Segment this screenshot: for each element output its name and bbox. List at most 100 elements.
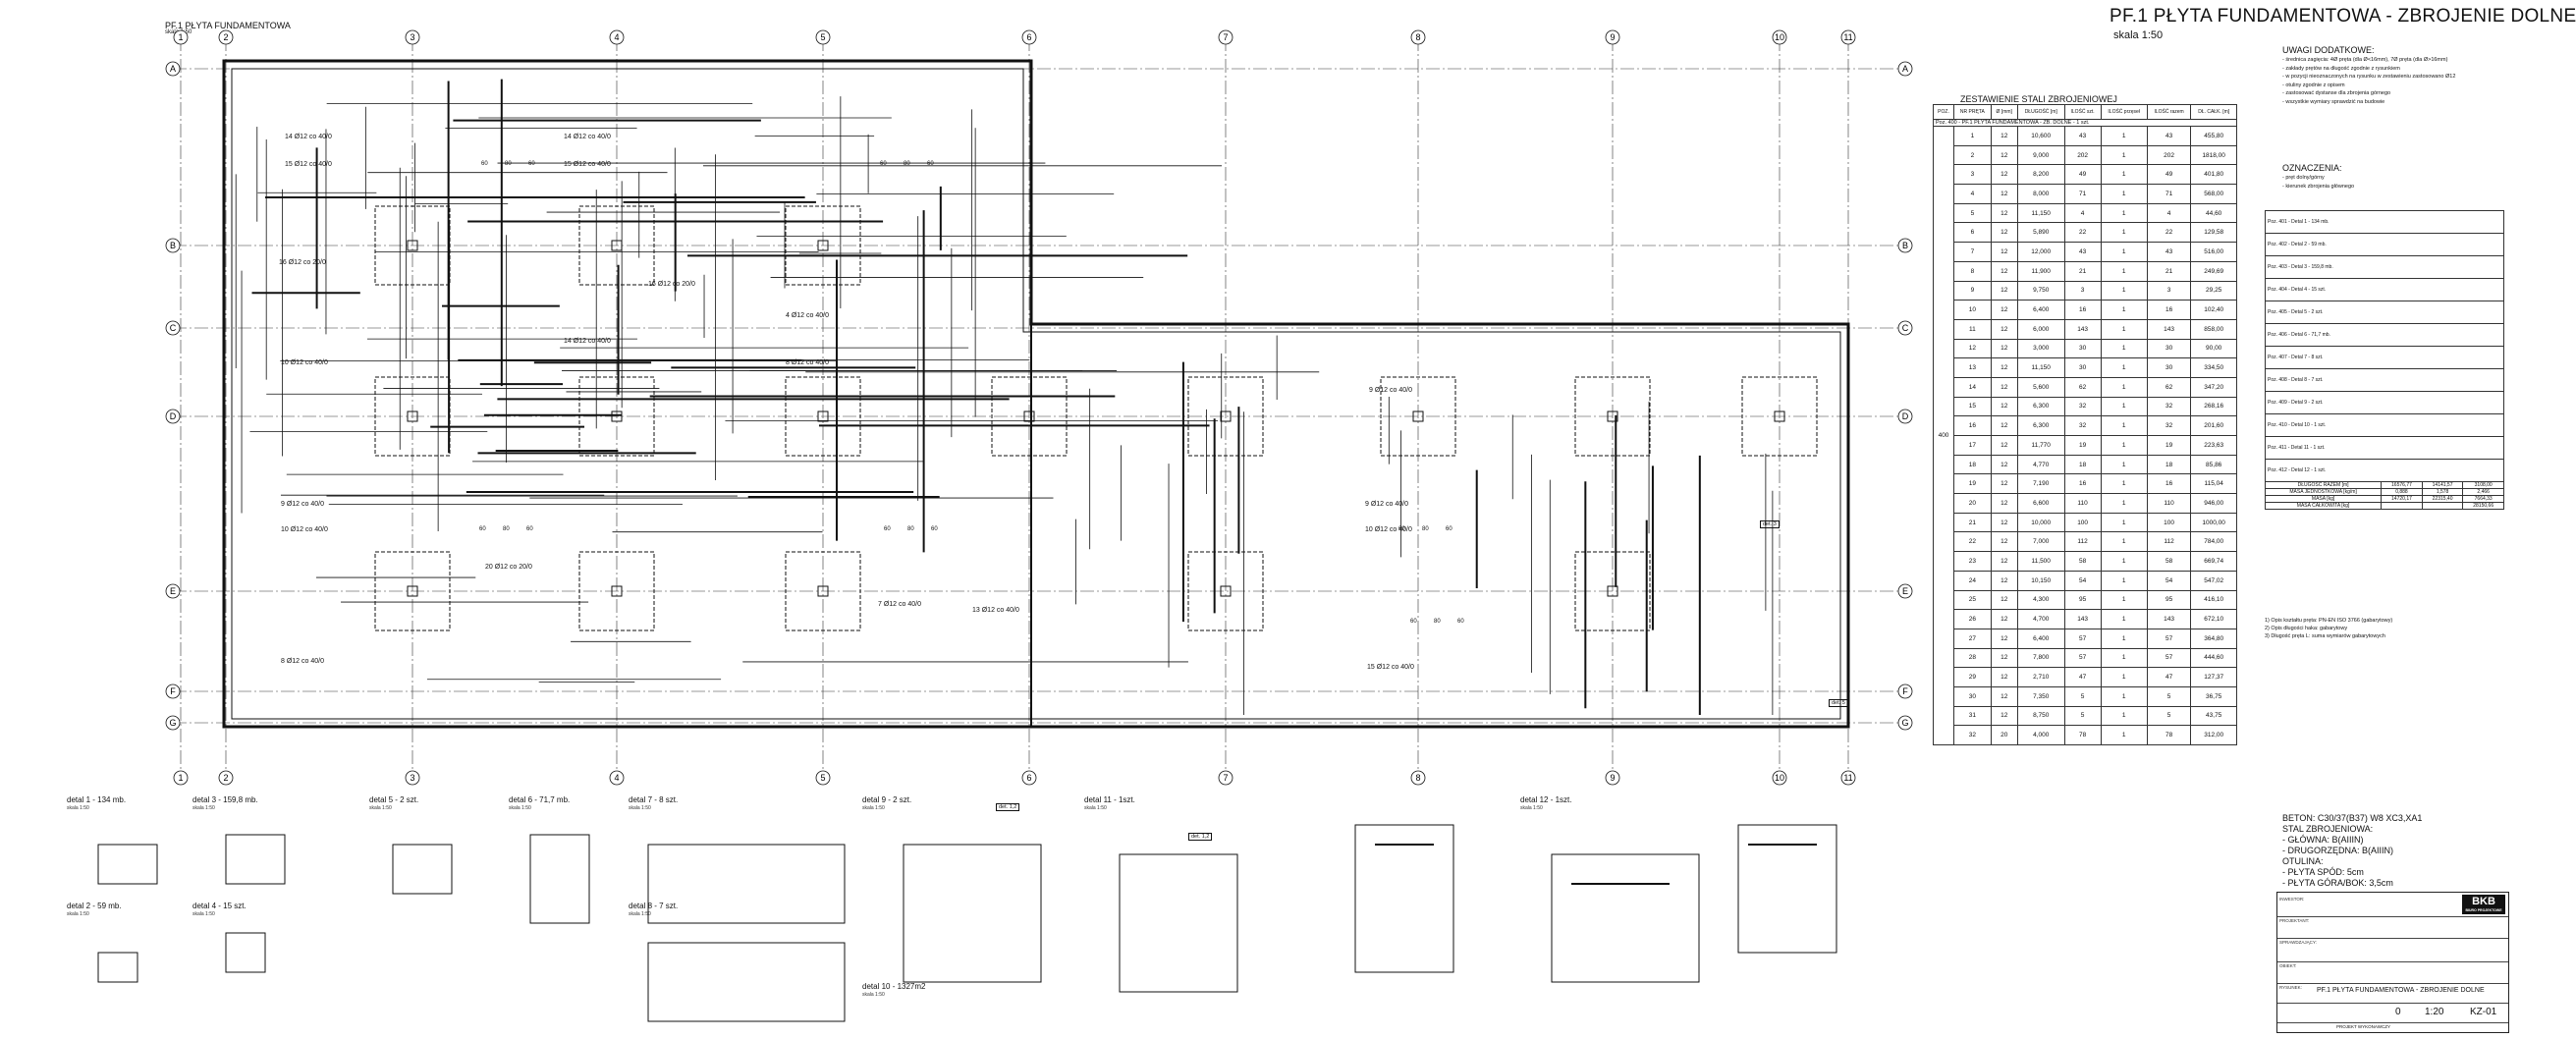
steel-table-cell: 18 — [2063, 454, 2102, 475]
steel-table-cell: 1000,00 — [2190, 512, 2237, 533]
steel-table-cell: 43,75 — [2190, 705, 2237, 727]
steel-table-cell: 29 — [1953, 667, 1992, 687]
steel-table-cell: 57 — [2146, 628, 2192, 649]
steel-table-cell: 364,80 — [2190, 628, 2237, 649]
bend-section-row: Poz. 401 - Detal 1 - 134 mb. — [2265, 210, 2504, 234]
steel-table-cell: 43 — [2063, 242, 2102, 262]
dim-label: 80 — [503, 526, 510, 532]
bend-total-row: MASA CAŁKOWITA [kg]28150,66 — [2264, 502, 2504, 510]
steel-table-cell: 12 — [1990, 531, 2018, 553]
bend-total-cell: 7664,33 — [2462, 495, 2504, 503]
steel-table-title: ZESTAWIENIE STALI ZBROJENIOWEJ — [1960, 94, 2117, 104]
grid-bubble-row-left-text: D — [170, 411, 177, 421]
spec-steel-main: - GŁÓWNA: B(AIIIN) — [2282, 835, 2364, 845]
legend-line: - kierunek zbrojenia głównego — [2282, 183, 2355, 190]
steel-table-header-cell: ILOŚĆ razem — [2146, 104, 2192, 120]
steel-table-cell: 6,400 — [2016, 628, 2065, 649]
column-marker — [1023, 410, 1035, 422]
bend-total-cell: MASA [kg] — [2264, 495, 2383, 503]
steel-table-cell: 7 — [1953, 242, 1992, 262]
bend-section-row: Poz. 407 - Detal 7 - 8 szt. — [2265, 346, 2504, 369]
steel-table-cell: 1 — [2100, 144, 2148, 166]
bend-section-title: Poz. 409 - Detal 9 - 2 szt. — [2265, 391, 2504, 414]
bar-label: 15 Ø12 co 40/0 — [1367, 664, 1414, 671]
tb-checker-label: SPRAWDZAJĄCY: — [2279, 940, 2317, 945]
bend-section-title: Poz. 403 - Detal 3 - 159,8 mb. — [2265, 255, 2504, 279]
grid-bubble-col-bottom-text: 10 — [1775, 773, 1784, 783]
bend-section-title: Poz. 402 - Detal 2 - 59 mb. — [2265, 233, 2504, 256]
grid-bubble-col-top-text: 10 — [1775, 32, 1784, 42]
spec-cover-title: OTULINA: — [2282, 856, 2324, 866]
bar-label: 10 Ø12 co 40/0 — [281, 526, 328, 533]
bend-section-title: Poz. 401 - Detal 1 - 134 mb. — [2265, 210, 2504, 234]
detail-subtitle: skala 1:50 — [192, 911, 215, 917]
steel-table-cell: 143 — [2063, 318, 2102, 340]
spec-cover-bottom: - PŁYTA SPÓD: 5cm — [2282, 867, 2364, 877]
steel-table-cell: 12 — [1990, 705, 2018, 727]
steel-table-cell: 4,770 — [2016, 454, 2065, 475]
bar-label: 13 Ø12 co 40/0 — [972, 607, 1019, 614]
detail-shape — [1354, 824, 1454, 973]
steel-table-cell: 12 — [1990, 551, 2018, 572]
steel-table-cell: 29,25 — [2190, 280, 2237, 301]
grid-bubble-row-right — [1897, 61, 1913, 77]
grid-bubble-col-top-text: 11 — [1843, 32, 1852, 42]
bar-label: 16 Ø12 co 20/0 — [648, 281, 695, 288]
steel-table-cell: 17 — [1953, 435, 1992, 456]
legend-lines: - pręt dolny/górny- kierunek zbrojenia g… — [2282, 174, 2479, 191]
steel-table-cell: 10,000 — [2016, 512, 2065, 533]
column-zone — [991, 376, 1068, 457]
grid-bubble-row-left — [165, 238, 181, 253]
detail-subtitle: skala 1:50 — [629, 805, 651, 811]
steel-table-cell: 12 — [1990, 300, 2018, 320]
steel-table-cell: 18 — [1953, 454, 1992, 475]
steel-table-cell: 32 — [2063, 396, 2102, 417]
column-marker — [1220, 410, 1232, 422]
bar-label: 4 Ø12 co 40/0 — [786, 312, 829, 319]
steel-table-cell: 16 — [1953, 415, 1992, 436]
grid-bubble-col-bottom — [173, 770, 189, 786]
steel-table-cell: 30 — [2146, 338, 2192, 359]
steel-table-cell: 49 — [2063, 164, 2102, 186]
steel-table-cell: 12 — [1990, 202, 2018, 224]
steel-table-cell: 7,000 — [2016, 531, 2065, 553]
steel-table-cell: 268,16 — [2190, 396, 2237, 417]
steel-table-cell: 1 — [2100, 435, 2148, 456]
detail-title: detal 4 - 15 szt. — [192, 902, 247, 910]
steel-table-cell: 127,37 — [2190, 667, 2237, 687]
steel-table-cell: 2 — [1953, 144, 1992, 166]
grid-bubble-col-bottom — [405, 770, 420, 786]
steel-table-cell: 455,80 — [2190, 126, 2237, 146]
note-line: - zastosować dystanse dla zbrojenia górn… — [2282, 90, 2391, 97]
steel-table-cell: 1 — [2100, 318, 2148, 340]
steel-table-cell: 5 — [2146, 705, 2192, 727]
grid-bubble-col-top — [1218, 29, 1233, 45]
steel-table-cell: 4 — [2063, 202, 2102, 224]
steel-table-cell: 1 — [2100, 357, 2148, 378]
steel-table-cell: 95 — [2146, 589, 2192, 611]
bar-label: 15 Ø12 co 40/0 — [564, 161, 611, 168]
steel-table-cell: 1 — [2100, 628, 2148, 649]
column-zone — [578, 551, 655, 631]
steel-table-cell: 202 — [2063, 144, 2102, 166]
bend-total-cell: 22315,40 — [2421, 495, 2464, 503]
steel-table-cell: 5,600 — [2016, 376, 2065, 398]
steel-table-cell: 16 — [2063, 300, 2102, 320]
steel-table-header-cell: POZ. — [1932, 104, 1955, 120]
grid-bubble-col-bottom — [609, 770, 625, 786]
steel-table-cell: 112 — [2146, 531, 2192, 553]
steel-table-cell: 102,40 — [2190, 300, 2237, 320]
steel-table-cell: 1 — [2100, 454, 2148, 475]
grid-bubble-row-left — [165, 715, 181, 731]
grid-bubble-row-left — [165, 409, 181, 424]
steel-table-header-cell: ILOŚĆ szt. — [2063, 104, 2102, 120]
spec-block: BETON: C30/37(B37) W8 XC3,XA1 STAL ZBROJ… — [2282, 813, 2498, 889]
